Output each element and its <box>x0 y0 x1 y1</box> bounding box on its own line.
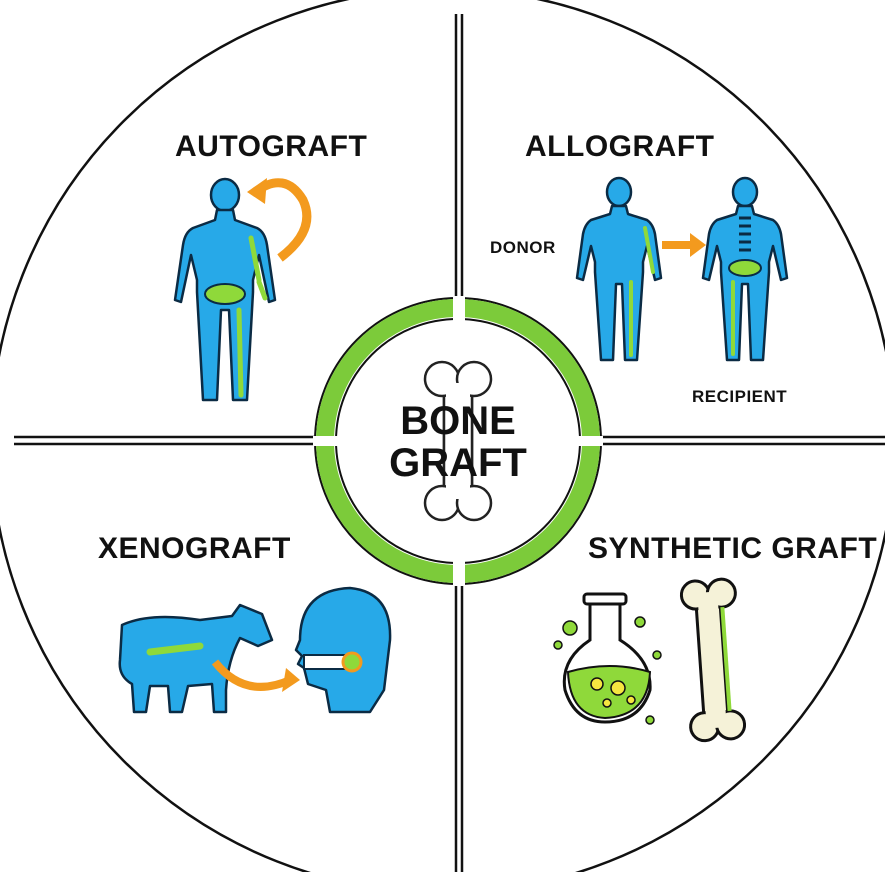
recipient-label: RECIPIENT <box>692 387 787 407</box>
donor-label: DONOR <box>490 238 556 258</box>
center-title: BONE GRAFT <box>378 400 538 484</box>
cow-to-human-head-icon <box>120 588 390 712</box>
autograft-title: AUTOGRAFT <box>175 130 367 164</box>
human-figure-with-circular-arrow-icon <box>175 178 307 400</box>
synthetic-graft-title: SYNTHETIC GRAFT <box>588 532 877 566</box>
donor-to-recipient-figures-icon <box>577 178 787 360</box>
flask-and-bone-icon <box>554 578 746 741</box>
center-title-line2: GRAFT <box>378 442 538 484</box>
xenograft-title: XENOGRAFT <box>98 532 291 566</box>
allograft-title: ALLOGRAFT <box>525 130 714 164</box>
center-title-line1: BONE <box>378 400 538 442</box>
